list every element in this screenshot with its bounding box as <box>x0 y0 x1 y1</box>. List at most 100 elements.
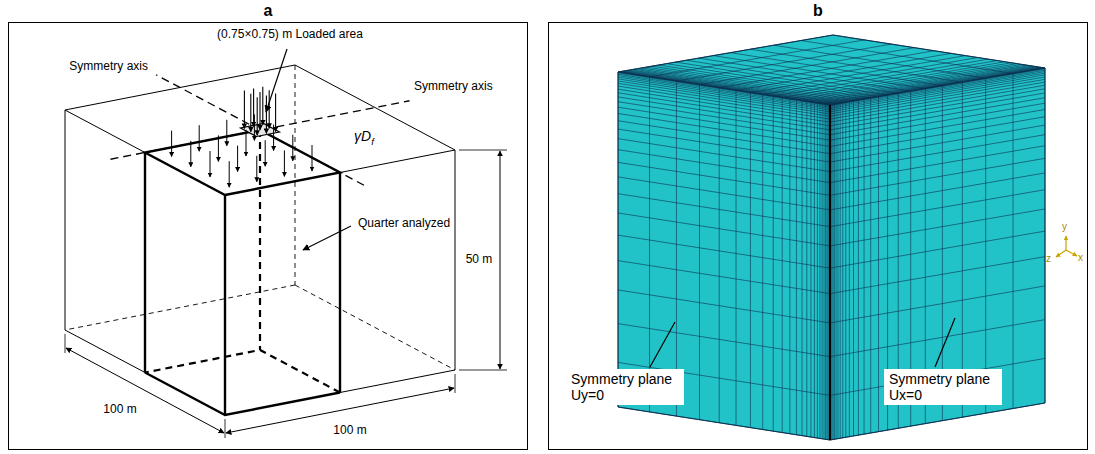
load-arrow <box>275 94 276 132</box>
surcharge-arrow <box>256 156 257 182</box>
quarter-edge <box>145 373 340 416</box>
mesh-line <box>814 103 815 438</box>
quarter-hidden-edge <box>145 350 340 393</box>
mesh-line <box>699 85 700 420</box>
mesh-line <box>649 77 650 412</box>
schematic-drawing <box>65 49 507 438</box>
axis-label: Symmetry axis <box>414 80 493 94</box>
mesh-line <box>618 320 1045 357</box>
mesh-line <box>822 104 823 439</box>
mesh-line <box>837 104 838 439</box>
mesh-line <box>845 102 846 437</box>
load-symbol: γDf <box>352 128 376 147</box>
mesh-line <box>825 104 826 439</box>
mesh-line <box>782 98 783 433</box>
mesh-line <box>618 158 1045 195</box>
quarter-edge <box>339 173 341 393</box>
mesh-line <box>618 231 1045 268</box>
load-arrow <box>259 92 260 130</box>
mesh-line <box>750 93 751 428</box>
mesh-line <box>762 95 763 430</box>
extension-line <box>459 150 507 151</box>
mesh-outline <box>829 105 831 440</box>
mesh-line <box>824 104 825 439</box>
mesh-line <box>962 82 963 417</box>
dimension-line <box>500 151 501 369</box>
surcharge-arrow <box>226 120 227 146</box>
mesh-line <box>828 105 829 440</box>
dimension-line <box>66 348 224 433</box>
box-edge <box>65 110 66 330</box>
box-edge <box>225 195 226 415</box>
mesh-outline <box>618 35 1045 105</box>
surcharge-arrow <box>199 125 200 151</box>
load-arrow <box>269 90 270 128</box>
mesh-line <box>736 90 737 425</box>
surcharge-arrow <box>190 141 191 167</box>
surcharge-arrow <box>284 150 285 176</box>
surcharge-arrow <box>171 131 172 157</box>
mesh-line <box>789 99 790 434</box>
mesh-line <box>878 97 879 432</box>
extension-line <box>459 370 507 371</box>
mesh-line <box>1013 74 1014 409</box>
mesh-line <box>830 105 831 440</box>
mesh-line <box>618 79 1045 116</box>
mesh-line <box>618 286 1045 323</box>
dimension-label: 100 m <box>333 424 366 438</box>
symmetry-axis <box>156 75 364 186</box>
box-edge <box>455 150 456 370</box>
surcharge-arrow <box>210 151 211 177</box>
mesh-line <box>840 103 841 438</box>
load-arrow <box>266 95 267 133</box>
mesh-line <box>833 104 834 439</box>
mesh-line <box>618 146 1045 183</box>
axis-letter: x <box>1078 252 1083 264</box>
mesh-line <box>618 173 1045 210</box>
mesh-line <box>830 105 831 440</box>
axis-letter: z <box>1046 253 1051 265</box>
mesh-line <box>676 81 677 416</box>
boundary-label: Symmetry plane Uy=0 <box>566 369 684 405</box>
axis-triad <box>1056 250 1066 257</box>
mesh-line <box>842 103 843 438</box>
load-arrow <box>257 97 258 135</box>
mesh-line <box>826 105 827 440</box>
extension-line <box>455 374 456 393</box>
mesh-line <box>864 99 865 434</box>
mesh-line <box>618 103 1045 140</box>
mesh-line <box>806 101 807 436</box>
axis-letter: y <box>1062 221 1067 233</box>
mesh-line <box>618 82 1045 119</box>
axis-triad <box>1066 250 1077 256</box>
mesh-line <box>831 105 832 440</box>
mesh-line <box>618 257 1045 294</box>
mesh-line <box>819 103 820 438</box>
mesh-line <box>834 104 835 439</box>
quarter-edge <box>224 195 226 415</box>
load-arrow <box>262 87 263 125</box>
callout-label: Quarter analyzed <box>356 217 452 231</box>
mesh-line <box>796 100 797 435</box>
mesh-line <box>829 105 830 440</box>
mesh-line <box>853 101 854 436</box>
surcharge-arrow <box>273 125 274 151</box>
mesh-line <box>801 41 1013 74</box>
leader-line <box>935 318 955 367</box>
mesh-line <box>870 98 871 433</box>
axis-triad <box>1065 236 1066 250</box>
leader-line <box>303 226 351 250</box>
surcharge-arrow <box>229 161 230 187</box>
quarter-edge <box>145 130 340 195</box>
surcharge-arrow <box>218 135 219 161</box>
dimension-label: 100 m <box>103 403 136 417</box>
mesh-line <box>858 100 859 435</box>
callout-label: (0.75×0.75) m Loaded area <box>217 28 363 42</box>
surcharge-arrow <box>265 140 266 166</box>
box-edge <box>65 65 455 195</box>
surcharge-arrow <box>246 130 247 156</box>
mesh-line <box>618 190 1045 227</box>
extension-line <box>65 334 66 353</box>
axis-label: Symmetry axis <box>69 60 148 74</box>
